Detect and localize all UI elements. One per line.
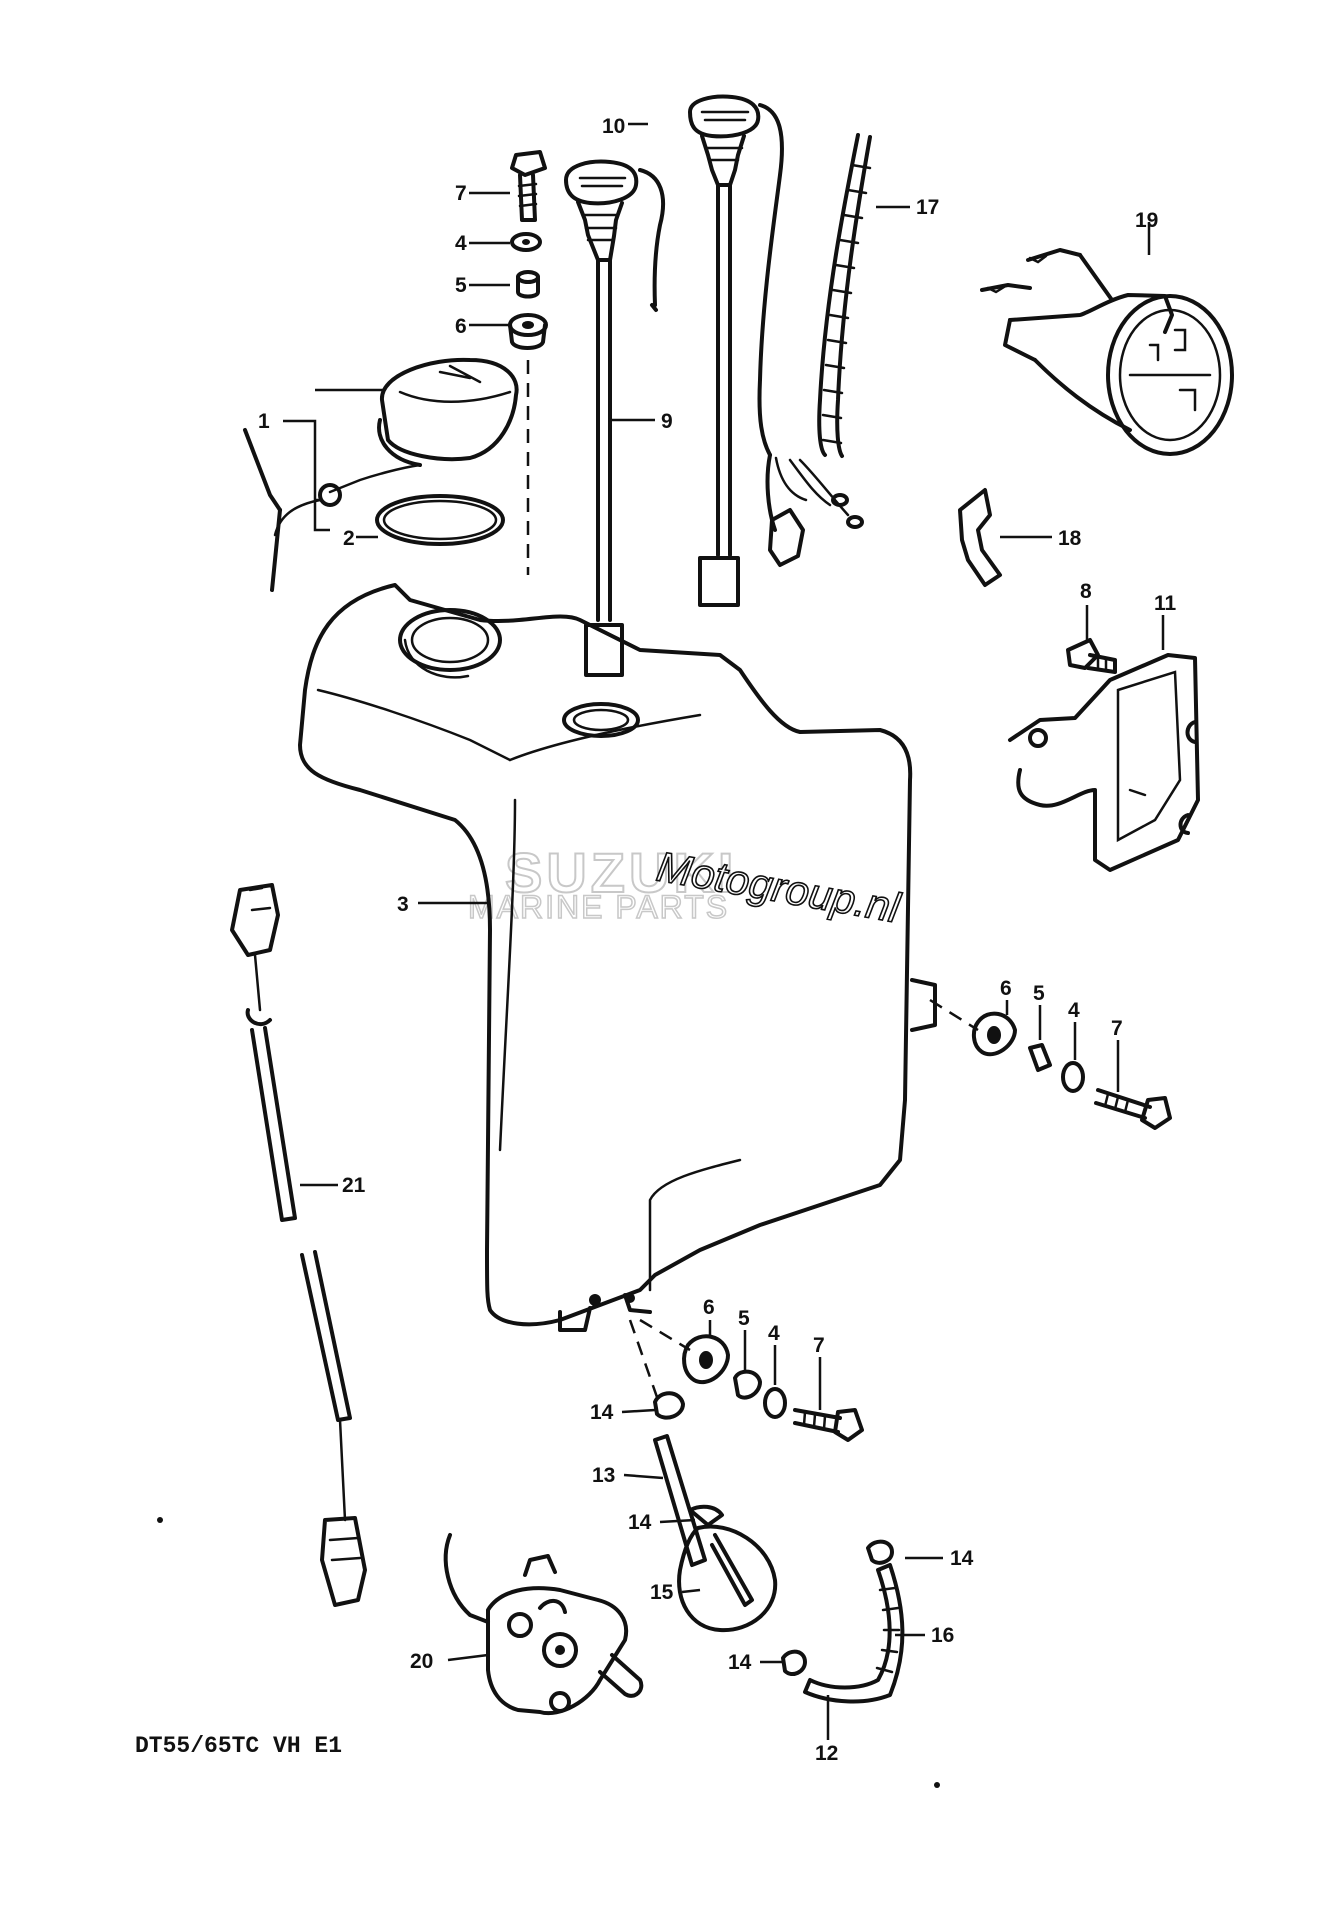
protector-hose	[817, 133, 872, 458]
callout-4-bottom: 4	[768, 1322, 780, 1345]
callout-1: 1	[258, 410, 270, 433]
oil-line-assembly	[628, 1319, 905, 1704]
callout-10: 10	[602, 115, 625, 138]
callout-9: 9	[661, 410, 673, 433]
callout-5-top: 5	[455, 274, 467, 297]
callout-2: 2	[343, 527, 355, 550]
level-gauge-9	[564, 159, 666, 677]
callout-8: 8	[1080, 580, 1092, 603]
callout-6-right: 6	[1000, 977, 1012, 1000]
callout-5-right: 5	[1033, 982, 1045, 1005]
callout-19: 19	[1135, 209, 1158, 232]
callout-20: 20	[410, 1650, 433, 1673]
callout-18: 18	[1058, 527, 1082, 550]
callout-14-c: 14	[950, 1547, 974, 1570]
callout-14-a: 14	[590, 1401, 614, 1424]
clamp	[958, 488, 1002, 587]
callout-14-b: 14	[628, 1511, 652, 1534]
callout-4-right: 4	[1068, 999, 1080, 1022]
callout-7-bottom: 7	[813, 1334, 825, 1357]
filler-cap	[243, 357, 519, 592]
oil-tank	[298, 583, 937, 1332]
callout-13: 13	[592, 1464, 615, 1487]
oil-pump	[443, 1533, 644, 1716]
speck	[157, 1517, 163, 1523]
callout-16: 16	[931, 1624, 954, 1647]
callout-14-d: 14	[728, 1651, 752, 1674]
callout-21: 21	[342, 1174, 366, 1197]
watermark-brand: SUZUKI	[505, 841, 737, 904]
callout-3: 3	[397, 893, 409, 916]
callout-15: 15	[650, 1581, 674, 1604]
o-ring	[375, 494, 505, 546]
callout-17: 17	[916, 196, 939, 219]
callout-11: 11	[1154, 592, 1177, 615]
top-fastener-set	[508, 150, 548, 575]
level-switch-10	[688, 94, 864, 607]
watermark: SUZUKI MARINE PARTS Motogroup.nl	[467, 840, 905, 933]
bottom-fastener-set	[639, 1318, 864, 1442]
oil-level-gauge	[980, 248, 1234, 456]
bracket	[1008, 653, 1200, 872]
lead-wire	[230, 883, 367, 1607]
leader-lines	[283, 122, 1165, 1740]
callout-6-top: 6	[455, 315, 467, 338]
callout-12: 12	[815, 1742, 838, 1765]
callout-7-right: 7	[1111, 1017, 1123, 1040]
speck	[934, 1782, 940, 1788]
callout-labels: 10 17 19 7 4 5 6 1 2 9 18 8 11 3 6 5 4 7…	[258, 115, 1177, 1765]
model-caption: DT55/65TC VH E1	[135, 1733, 342, 1759]
callout-6-bottom: 6	[703, 1296, 715, 1319]
callout-5-bottom: 5	[738, 1307, 750, 1330]
callout-4-top: 4	[455, 232, 467, 255]
right-fastener-set	[929, 998, 1172, 1130]
callout-7-top: 7	[455, 182, 467, 205]
bolt-8	[1066, 638, 1117, 674]
